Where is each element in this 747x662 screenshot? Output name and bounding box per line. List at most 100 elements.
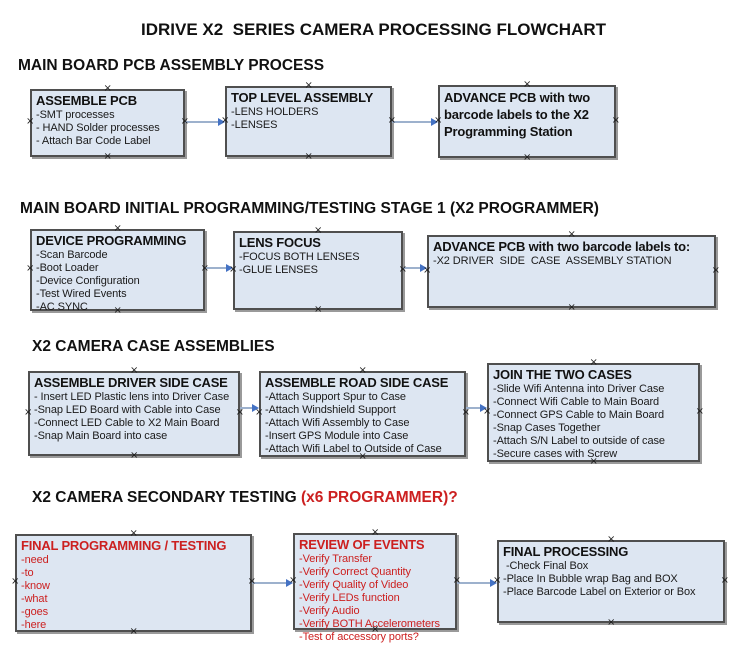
connector-handle-icon: ×	[387, 114, 396, 126]
arrowhead-icon	[480, 404, 487, 412]
flow-box-advance-pcb-driver-side: × × × × ADVANCE PCB with two barcode lab…	[423, 230, 720, 313]
flow-arrow	[466, 404, 487, 412]
section-heading-secondary-testing: X2 CAMERA SECONDARY TESTING (x6 PROGRAMM…	[32, 489, 458, 507]
box-item: -Connect Wifi Cable to Main Board	[493, 396, 660, 408]
arrowhead-icon	[420, 264, 427, 272]
box-item: -Secure cases with Screw	[493, 448, 618, 460]
arrowhead-icon	[490, 579, 497, 587]
connector-handle-icon: ×	[611, 114, 620, 126]
box-items: -Slide Wifi Antenna into Driver Case-Con…	[493, 383, 694, 461]
flow-arrow	[392, 118, 438, 126]
box-item: -Test Wired Events	[36, 288, 127, 300]
connector-handle-icon: ×	[711, 264, 720, 276]
arrowhead-icon	[286, 579, 293, 587]
connector-handle-icon: ×	[358, 451, 367, 462]
connector-handle-icon: ×	[113, 305, 122, 316]
connector-handle-icon: ×	[304, 151, 313, 162]
connector-handle-icon: ×	[493, 574, 502, 586]
box-title: FINAL PROCESSING	[503, 544, 629, 559]
connector-handle-icon: ×	[129, 626, 138, 637]
connector-handle-icon: ×	[452, 574, 461, 586]
flow-box-final-processing: × × × × FINAL PROCESSING -Check Final Bo…	[493, 535, 729, 628]
connector-handle-icon: ×	[221, 114, 230, 126]
flow-box-review-of-events: × × × × REVIEW OF EVENTS -Verify Transfe…	[289, 528, 461, 644]
flow-box-top-level-assembly: × × × × TOP LEVEL ASSEMBLY -LENS HOLDERS…	[221, 81, 396, 162]
box-item: -what	[21, 593, 48, 605]
connector-handle-icon: ×	[103, 83, 112, 94]
box-item: -Attach Wifi Assembly to Case	[265, 417, 410, 429]
box-item: -Verify Correct Quantity	[299, 566, 411, 578]
connector-handle-icon: ×	[523, 79, 532, 90]
flow-box-advance-pcb-programming-station: × × × × ADVANCE PCB with two barcode lab…	[434, 80, 620, 163]
connector-handle-icon: ×	[103, 151, 112, 162]
box-item: -SMT processes	[36, 109, 115, 121]
connector-handle-icon: ×	[289, 574, 298, 586]
box-item: -Snap LED Board with Cable into Case	[34, 404, 221, 416]
box-item: -Verify Quality of Video	[299, 579, 409, 591]
box-item: -Attach S/N Label to outside of case	[493, 435, 665, 447]
box-title: ASSEMBLE ROAD SIDE CASE	[265, 375, 449, 390]
connector-handle-icon: ×	[255, 407, 264, 418]
box-items: -Verify Transfer-Verify Correct Quantity…	[299, 553, 451, 644]
flow-arrow	[403, 264, 427, 272]
box-title: ASSEMBLE PCB	[36, 93, 137, 108]
box-title: TOP LEVEL ASSEMBLY	[231, 90, 374, 105]
box-item: -Device Configuration	[36, 275, 140, 287]
flow-box-device-programming: × × × × DEVICE PROGRAMMING -Scan Barcode…	[26, 224, 209, 316]
connector-handle-icon: ×	[235, 406, 244, 418]
connector-handle-icon: ×	[434, 114, 443, 126]
connector-handle-icon: ×	[461, 407, 470, 418]
box-item: -know	[21, 580, 50, 592]
connector-handle-icon: ×	[11, 576, 20, 587]
connector-handle-icon: ×	[371, 624, 380, 635]
connector-handle-icon: ×	[113, 223, 122, 234]
connector-handle-icon: ×	[398, 263, 407, 275]
box-item: -Test of accessory ports?	[299, 631, 419, 643]
connector-handle-icon: ×	[523, 152, 532, 163]
box-item: -goes	[21, 606, 49, 618]
box-item: -Boot Loader	[36, 262, 99, 274]
connector-handle-icon: ×	[229, 263, 238, 275]
connector-handle-icon: ×	[423, 264, 432, 276]
connector-handle-icon: ×	[607, 617, 616, 628]
box-items: -SMT processes- HAND Solder processes- A…	[36, 109, 179, 148]
flow-box-assemble-road-side-case: × × × × ASSEMBLE ROAD SIDE CASE -Attach …	[255, 366, 470, 462]
box-item: -Connect LED Cable to X2 Main Board	[34, 417, 220, 429]
flow-box-final-programming-testing: × × × × FINAL PROGRAMMING / TESTING -nee…	[11, 529, 256, 637]
box-item: -FOCUS BOTH LENSES	[239, 251, 360, 263]
heading-red-part: (x6 PROGRAMMER)?	[296, 489, 458, 506]
box-title: FINAL PROGRAMMING / TESTING	[21, 538, 227, 553]
box-title: LENS FOCUS	[239, 235, 321, 250]
box-items: -Scan Barcode-Boot Loader-Device Configu…	[36, 249, 199, 314]
box-item: -AC SYNC	[36, 301, 88, 313]
heading-black-part: X2 CAMERA SECONDARY TESTING	[32, 489, 297, 506]
box-item: -Snap Main Board into case	[34, 430, 168, 442]
box-item: -Check Final Box	[503, 560, 589, 572]
box-items: -need-to-know-what-goes-here	[21, 554, 246, 632]
box-item: -Attach Wifi Label to Outside of Case	[265, 443, 442, 455]
connector-handle-icon: ×	[607, 534, 616, 545]
flow-arrow	[240, 404, 259, 412]
flow-arrow	[205, 264, 233, 272]
box-item: -Verify LEDs function	[299, 592, 400, 604]
box-item: -Connect GPS Cable to Main Board	[493, 409, 665, 421]
flow-box-assemble-pcb: × × × × ASSEMBLE PCB -SMT processes- HAN…	[26, 84, 189, 162]
connector-handle-icon: ×	[26, 263, 35, 274]
flow-box-lens-focus: × × × × LENS FOCUS -FOCUS BOTH LENSES-GL…	[229, 226, 407, 315]
box-item: -LENSES	[231, 119, 278, 131]
box-items: -FOCUS BOTH LENSES-GLUE LENSES	[239, 251, 397, 277]
connector-handle-icon: ×	[314, 304, 323, 315]
box-item: - HAND Solder processes	[36, 122, 160, 134]
box-title: JOIN THE TWO CASES	[493, 367, 632, 382]
box-item: - Insert LED Plastic lens into Driver Ca…	[34, 391, 230, 403]
box-item: -Slide Wifi Antenna into Driver Case	[493, 383, 665, 395]
section-heading-pcb-assembly: MAIN BOARD PCB ASSEMBLY PROCESS	[18, 57, 325, 74]
flow-arrow	[252, 579, 293, 587]
connector-handle-icon: ×	[567, 229, 576, 240]
connector-handle-icon: ×	[371, 527, 380, 538]
connector-handle-icon: ×	[130, 365, 139, 376]
box-items: -Attach Support Spur to Case-Attach Wind…	[265, 391, 460, 456]
connector-handle-icon: ×	[589, 456, 598, 467]
connector-handle-icon: ×	[567, 302, 576, 313]
